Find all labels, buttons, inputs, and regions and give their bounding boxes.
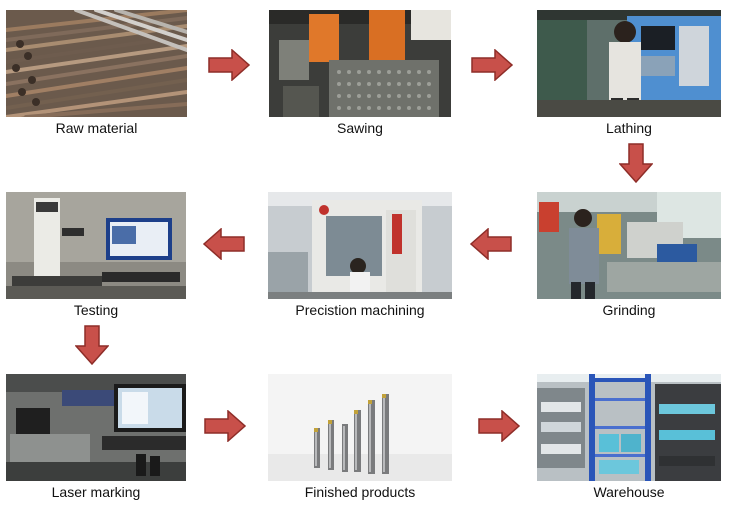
arrow-right-2 xyxy=(471,49,513,81)
arrow-right-3 xyxy=(204,410,246,442)
arrow-left-1 xyxy=(203,228,245,260)
testing-caption: Testing xyxy=(73,302,119,318)
step-raw-material: Raw material xyxy=(6,10,187,138)
warehouse-caption: Warehouse xyxy=(593,484,665,500)
grinding-caption: Grinding xyxy=(602,302,656,318)
precision-machining-caption: Precistion machining xyxy=(295,302,425,318)
arrow-down-2 xyxy=(75,325,109,365)
laser-marking-caption: Laser marking xyxy=(51,484,141,500)
sawing-photo xyxy=(269,10,451,117)
raw-material-photo xyxy=(6,10,187,117)
step-warehouse: Warehouse xyxy=(537,374,721,502)
step-finished-products: Finished products xyxy=(268,374,452,502)
step-testing: Testing xyxy=(6,192,186,320)
arrow-right-1 xyxy=(208,49,250,81)
flow-arrow-icon xyxy=(204,410,246,442)
flow-arrow-icon xyxy=(471,49,513,81)
warehouse-photo xyxy=(537,374,721,481)
lathing-caption: Lathing xyxy=(606,120,652,136)
step-lathing: Lathing xyxy=(537,10,721,138)
grinding-photo xyxy=(537,192,721,299)
arrow-right-4 xyxy=(478,410,520,442)
laser-marking-photo xyxy=(6,374,186,481)
flow-arrow-icon xyxy=(478,410,520,442)
finished-products-photo xyxy=(268,374,452,481)
lathing-photo xyxy=(537,10,721,117)
testing-photo xyxy=(6,192,186,299)
step-sawing: Sawing xyxy=(269,10,451,138)
flow-arrow-icon xyxy=(470,228,512,260)
step-precision-machining: Precistion machining xyxy=(268,192,452,320)
step-laser-marking: Laser marking xyxy=(6,374,186,502)
step-grinding: Grinding xyxy=(537,192,721,320)
raw-material-caption: Raw material xyxy=(55,120,138,136)
arrow-down-1 xyxy=(619,143,653,183)
flow-arrow-icon xyxy=(75,325,109,365)
precision-machining-photo xyxy=(268,192,452,299)
sawing-caption: Sawing xyxy=(337,120,383,136)
finished-products-caption: Finished products xyxy=(304,484,416,500)
flow-arrow-icon xyxy=(208,49,250,81)
arrow-left-2 xyxy=(470,228,512,260)
flow-arrow-icon xyxy=(619,143,653,183)
flow-arrow-icon xyxy=(203,228,245,260)
